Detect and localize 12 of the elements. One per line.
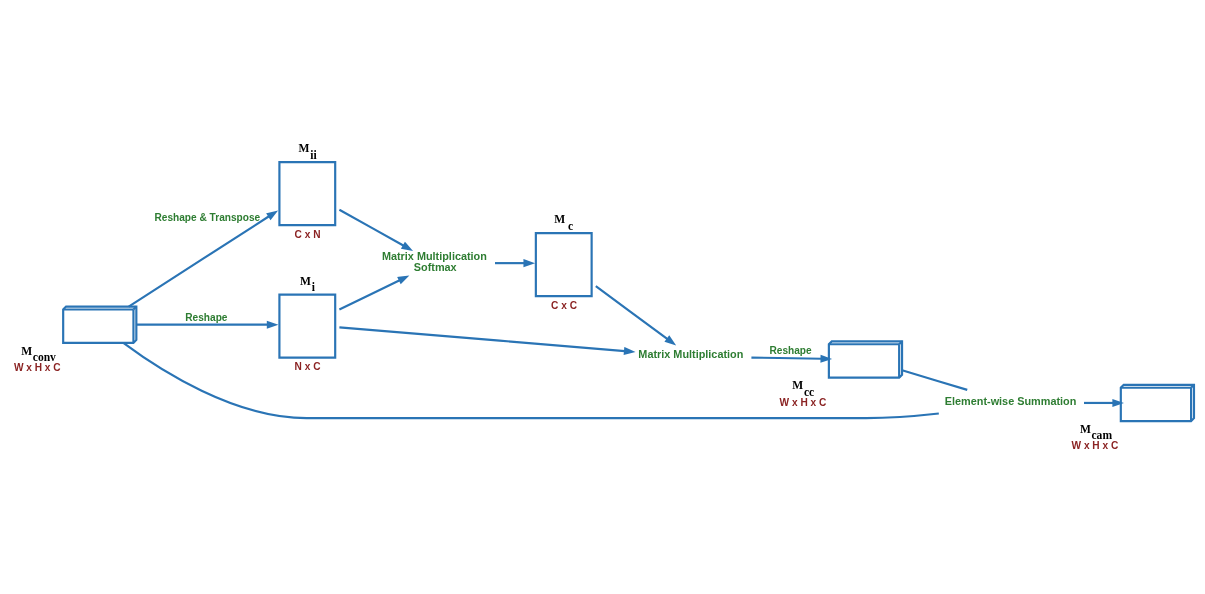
edge-label: Reshape bbox=[185, 312, 228, 324]
node-label: W x H x C bbox=[779, 396, 827, 408]
node-label: C x N bbox=[294, 228, 321, 240]
edge-label: Reshape bbox=[769, 344, 812, 356]
node-label: C x C bbox=[551, 299, 577, 311]
node-label: W x H x C bbox=[1071, 440, 1119, 452]
node-text: Matrix Multiplication Softmax bbox=[381, 250, 487, 274]
node-label: N x C bbox=[294, 361, 321, 373]
edge-label: Reshape & Transpose bbox=[154, 212, 261, 224]
node-text: Element-wise Summation bbox=[944, 394, 1077, 407]
node-text: Matrix Multiplication bbox=[638, 348, 744, 361]
node-label: W x H x C bbox=[13, 361, 61, 373]
